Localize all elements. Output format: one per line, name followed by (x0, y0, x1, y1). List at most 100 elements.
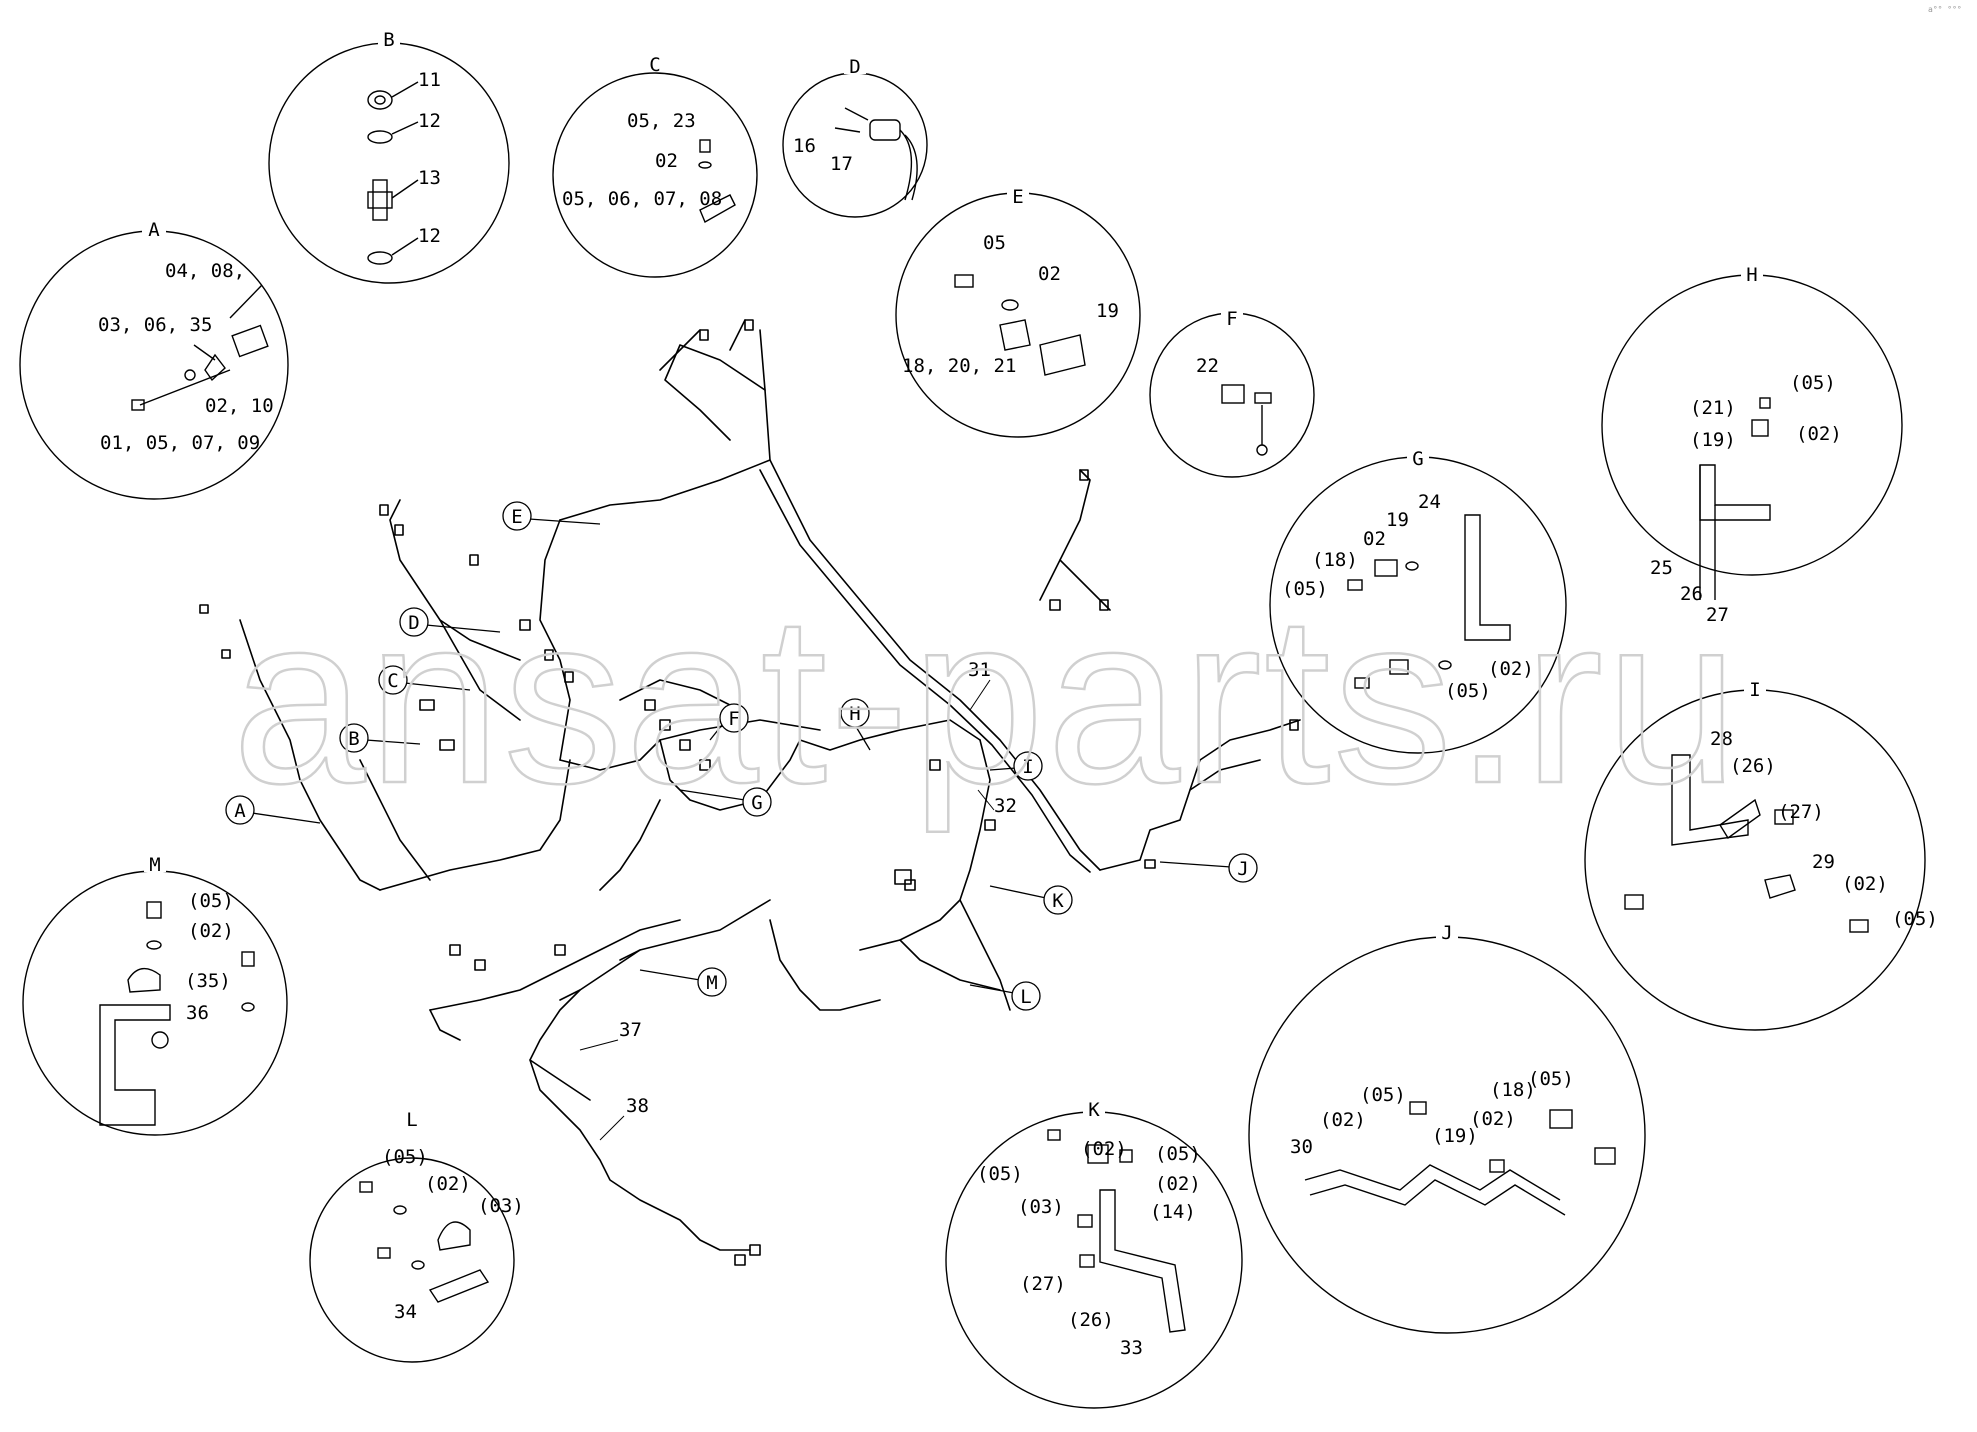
part-label: (05) (1155, 1143, 1201, 1165)
part-label: 05 (983, 232, 1006, 254)
part-label: L (1020, 986, 1031, 1008)
part-label: 01, 05, 07, 09 (100, 432, 260, 454)
detail-i: I 28 (26) (27) 29 (02) (05) (1584, 679, 1938, 1031)
callout-e: E (502, 501, 601, 531)
part-label: H (1746, 264, 1757, 286)
part-label: (02) (1155, 1173, 1201, 1195)
part-label: 16 (793, 135, 816, 157)
label-31: 31 (968, 659, 991, 681)
part-label: 05, 23 (627, 110, 696, 132)
part-label: G (751, 792, 762, 814)
part-label: (05) (1445, 680, 1491, 702)
part-label: 18, 20, 21 (902, 355, 1016, 377)
main-part-numbers: 31 32 37 38 (579, 659, 1017, 1141)
callout-h: H (840, 698, 871, 751)
callout-g: G (679, 787, 772, 817)
part-label: 25 (1650, 557, 1673, 579)
part-label: L (406, 1109, 417, 1131)
part-label: (18) (1312, 549, 1358, 571)
part-label: C (649, 54, 660, 76)
part-label: 19 (1386, 509, 1409, 531)
part-label: (05) (1790, 372, 1836, 394)
part-label: M (706, 972, 717, 994)
part-label: (18) (1490, 1079, 1536, 1101)
part-label: 02 (1038, 263, 1061, 285)
detail-k: K (02) (05) (05) (02) (03) (14) (27) (26… (945, 1099, 1243, 1409)
callout-k: K (989, 885, 1073, 915)
callout-m: M (639, 967, 727, 997)
callout-b: B (339, 723, 421, 753)
callout-l: L (969, 981, 1041, 1011)
part-label: 04, 08, (165, 260, 245, 282)
callout-i: I (989, 751, 1043, 781)
part-label: (05) (1360, 1084, 1406, 1106)
part-label: (27) (1020, 1273, 1066, 1295)
part-label: K (1088, 1099, 1100, 1121)
part-label: (14) (1150, 1201, 1196, 1223)
part-label: H (849, 703, 860, 725)
part-label: (02) (188, 920, 234, 942)
part-label: K (1052, 890, 1064, 912)
part-label: (02) (1842, 873, 1888, 895)
part-label: 34 (394, 1301, 417, 1323)
part-label: (02) (1488, 658, 1534, 680)
detail-j: J (05) (02) (18) (05) (19) (02) 30 (1248, 922, 1646, 1334)
detail-g: G 24 19 02 (18) (05) (02) (05) (1269, 448, 1567, 754)
part-label: 13 (418, 167, 441, 189)
part-label: 12 (418, 225, 441, 247)
part-label: (21) (1690, 397, 1736, 419)
part-label: 27 (1706, 604, 1729, 626)
part-label: (03) (478, 1195, 524, 1217)
callout-d: D (399, 607, 501, 637)
main-harness (199, 319, 1301, 1266)
part-label: F (1226, 308, 1237, 330)
detail-a: A 04, 08, 03, 06, 35 02, 10 01, 05, 07, … (19, 219, 289, 500)
part-label: (02) (1470, 1108, 1516, 1130)
part-label: J (1441, 922, 1452, 944)
part-label: (27) (1778, 801, 1824, 823)
part-label: 02, 10 (205, 395, 274, 417)
part-label: 33 (1120, 1337, 1143, 1359)
part-label: (05) (1528, 1068, 1574, 1090)
part-label: 05, 06, 07, 08 (562, 188, 722, 210)
part-label: M (149, 854, 160, 876)
part-label: 02 (655, 150, 678, 172)
part-label: (05) (1892, 908, 1938, 930)
part-label: E (1012, 186, 1023, 208)
part-label: 36 (186, 1002, 209, 1024)
part-label: I (1749, 679, 1760, 701)
callout-c: C (378, 665, 471, 695)
part-label: I (1022, 756, 1033, 778)
part-label: B (383, 29, 394, 51)
part-label: (26) (1730, 755, 1776, 777)
part-label: G (1412, 448, 1423, 470)
part-label: 24 (1418, 491, 1441, 513)
detail-f: F 22 (1149, 308, 1315, 478)
detail-c: C 05, 23 02 05, 06, 07, 08 (552, 54, 758, 278)
part-label: 26 (1680, 583, 1703, 605)
part-label: (26) (1068, 1309, 1114, 1331)
part-label: 22 (1196, 355, 1219, 377)
part-label: (05) (977, 1163, 1023, 1185)
detail-d: D 16 17 (782, 56, 928, 218)
part-label: A (234, 800, 246, 822)
part-label: J (1237, 858, 1248, 880)
part-label: 28 (1710, 728, 1733, 750)
callout-bubbles: A B C D E F G H I J K L M (225, 501, 1258, 1011)
part-label: 29 (1812, 851, 1835, 873)
part-label: D (849, 56, 860, 78)
part-label: (05) (1282, 578, 1328, 600)
callout-a: A (225, 795, 321, 825)
label-38: 38 (626, 1095, 649, 1117)
part-label: (02) (1796, 423, 1842, 445)
label-37: 37 (619, 1019, 642, 1041)
part-label: (02) (1320, 1109, 1366, 1131)
part-label: 17 (830, 153, 853, 175)
callout-j: J (1159, 853, 1258, 883)
part-label: 19 (1096, 300, 1119, 322)
part-label: B (348, 728, 359, 750)
part-label: C (387, 670, 398, 692)
part-label: 03, 06, 35 (98, 314, 212, 336)
detail-m: M (05) (02) (35) 36 (22, 854, 288, 1136)
